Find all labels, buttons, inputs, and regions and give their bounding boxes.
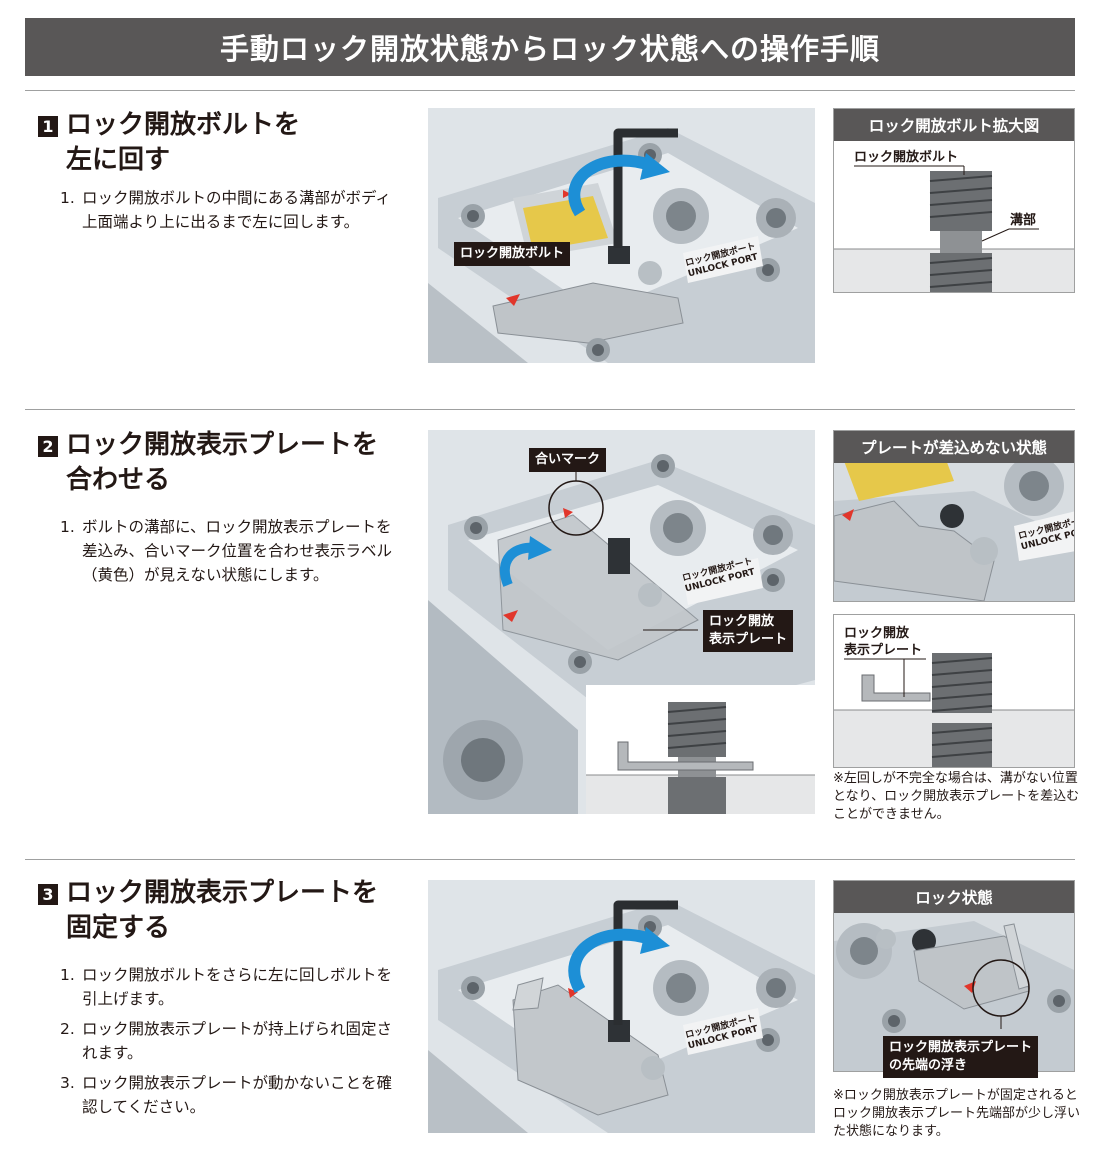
list-item: 1.ロック開放ボルトをさらに左に回しボルトを引上げます。 (60, 966, 393, 1008)
step-1-side-panel: ロック開放ボルト拡大図 ロック開放ボルト 溝部 (833, 108, 1075, 293)
bolt-enlarged-diagram (834, 165, 1074, 292)
callout-unlock-bolt: ロック開放ボルト (454, 242, 571, 266)
step-title: ロック開放ボルトを 左に回す (66, 110, 301, 175)
step-title: ロック開放表示プレートを 固定する (66, 878, 379, 943)
callout-match-mark: 合いマーク (529, 448, 607, 472)
callout-indicator-plate: ロック開放表示プレート (703, 610, 794, 652)
panel-title: ロック開放ボルト拡大図 (834, 109, 1074, 141)
list-item: 2.ロック開放表示プレートが持上げられ固定されます。 (60, 1020, 393, 1062)
step-2-heading: 2 ロック開放表示プレートを 合わせる (38, 428, 406, 498)
step-number: 3 (38, 884, 58, 905)
note-incomplete-rotation: ※左回しが不完全な場合は、溝がない位置となり、ロック開放表示プレートを差込むこと… (833, 771, 1080, 822)
step-number: 1 (38, 116, 58, 137)
label-bolt: ロック開放ボルト (854, 150, 959, 165)
list-item: 1.ボルトの溝部に、ロック開放表示プレートを差込み、合いマーク位置を合わせ表示ラ… (60, 518, 393, 584)
step-3-instructions: 1.ロック開放ボルトをさらに左に回しボルトを引上げます。 2.ロック開放表示プレ… (60, 963, 400, 1125)
divider (25, 859, 1075, 860)
step-1-heading: 1 ロック開放ボルトを 左に回す (38, 108, 406, 178)
callout-plate-tip-lift: ロック開放表示プレートの先端の浮き (883, 1036, 1039, 1078)
step-3-heading: 3 ロック開放表示プレートを 固定する (38, 876, 406, 946)
label-groove: 溝部 (1010, 213, 1037, 228)
step-title: ロック開放表示プレートを 合わせる (66, 430, 379, 495)
step-3-side-panel: ロック状態 (833, 880, 1075, 1072)
step-2-side-panel-bottom: ロック開放表示プレート (833, 614, 1075, 768)
list-item: 3.ロック開放表示プレートが動かないことを確認してください。 (60, 1074, 393, 1116)
divider (25, 90, 1075, 91)
step-number: 2 (38, 436, 58, 457)
panel-title: ロック状態 (834, 881, 1074, 913)
list-item: 1.ロック開放ボルトの中間にある溝部がボディ上面端より上に出るまで左に回します。 (60, 189, 391, 231)
page-title: 手動ロック開放状態からロック状態への操作手順 (25, 18, 1075, 76)
step-2-instructions: 1.ボルトの溝部に、ロック開放表示プレートを差込み、合いマーク位置を合わせ表示ラ… (60, 515, 400, 593)
plate-blocked-diagram (834, 653, 1074, 767)
actuator-illustration (428, 880, 815, 1133)
step-1-instructions: 1.ロック開放ボルトの中間にある溝部がボディ上面端より上に出るまで左に回します。 (60, 186, 400, 240)
note-locked-state: ※ロック開放表示プレートが固定されるとロック開放表示プレート先端部が少し浮いた状… (833, 1088, 1081, 1139)
actuator-illustration (428, 108, 815, 363)
divider (25, 409, 1075, 410)
label-indicator-plate: ロック開放表示プレート (844, 626, 923, 658)
panel-title: プレートが差込めない状態 (834, 431, 1074, 463)
